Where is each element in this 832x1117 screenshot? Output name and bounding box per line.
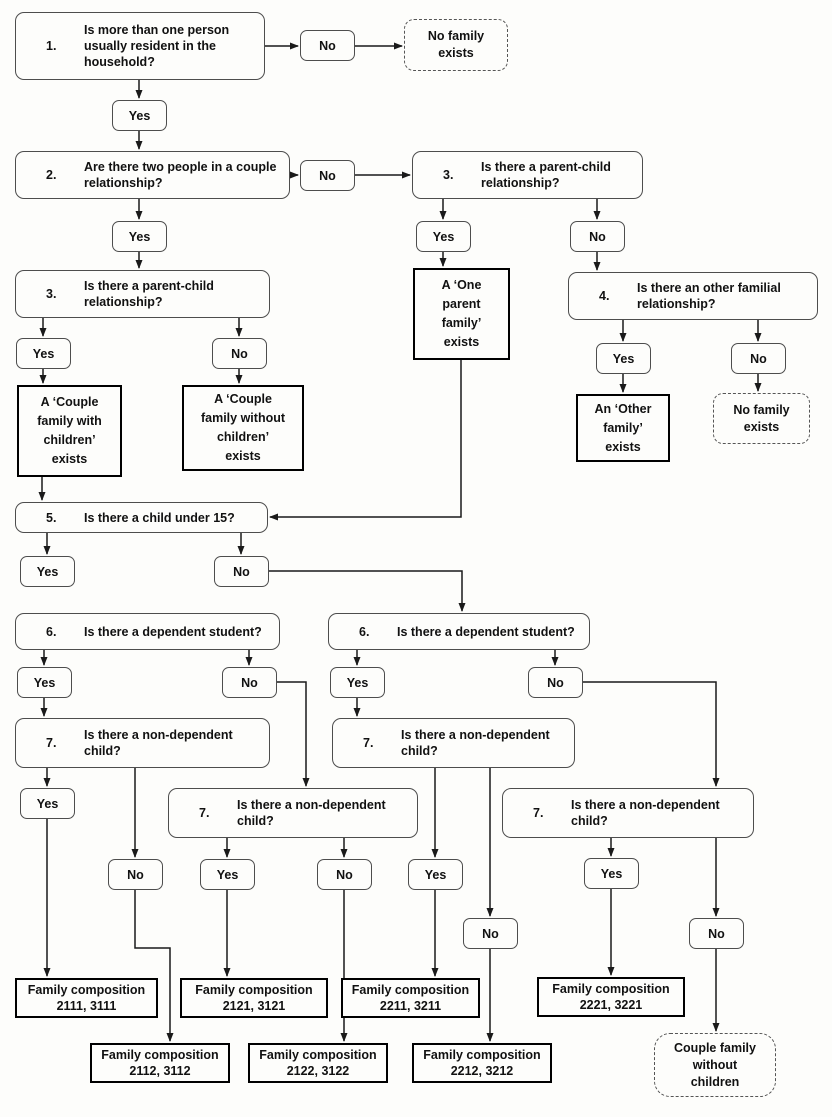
outcome-couple-family-without-children-terminal: Couple family without children	[654, 1033, 776, 1097]
question-number: 6.	[359, 624, 370, 639]
outcome-no-family-exists-top: No family exists	[404, 19, 508, 71]
family-composition-2221-3221: Family composition 2221, 3221	[537, 977, 685, 1017]
edge-no6left-q7c	[277, 681, 310, 787]
answer-yes-q5: Yes	[20, 556, 75, 587]
question-number: 7.	[46, 736, 57, 750]
outcome-no-family-exists-mid: No family exists	[713, 393, 810, 444]
question-6-right-box: 6. Is there a dependent student?	[328, 613, 590, 650]
question-7-box-d: 7. Is there a non-dependent child?	[502, 788, 754, 838]
question-text: Is there a non-dependent child?	[237, 798, 386, 828]
question-number: 7.	[199, 806, 210, 820]
question-3-left-box: 3. Is there a parent-child relationship?	[15, 270, 270, 318]
question-7-box-a: 7. Is there a non-dependent child?	[15, 718, 270, 768]
question-text: Is there a dependent student?	[397, 624, 575, 639]
answer-no-q7b: No	[463, 918, 518, 949]
question-7-box-c: 7. Is there a non-dependent child?	[168, 788, 418, 838]
answer-no-q6-left: No	[222, 667, 277, 698]
answer-yes-q3-right: Yes	[416, 221, 471, 252]
question-4-box: 4. Is there an other familial relationsh…	[568, 272, 818, 320]
answer-no-q7c: No	[317, 859, 372, 890]
question-3-right-box: 3. Is there a parent-child relationship?	[412, 151, 643, 199]
answer-yes-q7d: Yes	[584, 858, 639, 889]
question-1-box: 1. Is more than one person usually resid…	[15, 12, 265, 80]
answer-yes-q6-left: Yes	[17, 667, 72, 698]
question-number: 7.	[533, 806, 544, 820]
edge-oneparent-q5	[269, 360, 462, 521]
question-text: Is there a parent-child relationship?	[84, 279, 214, 309]
edge-no5-q6right	[269, 570, 466, 612]
answer-no-q5: No	[214, 556, 269, 587]
question-number: 2.	[46, 168, 57, 182]
family-composition-2121-3121: Family composition 2121, 3121	[180, 978, 328, 1018]
family-composition-2122-3122: Family composition 2122, 3122	[248, 1043, 388, 1083]
question-number: 7.	[363, 736, 374, 750]
question-number: 3.	[46, 287, 57, 301]
answer-yes-q3-left: Yes	[16, 338, 71, 369]
outcome-couple-family-with-children: A ‘Couple family with children’ exists	[17, 385, 122, 477]
outcome-one-parent-family: A ‘One parent family’ exists	[413, 268, 510, 360]
answer-yes-q1: Yes	[112, 100, 167, 131]
family-composition-2112-3112: Family composition 2112, 3112	[90, 1043, 230, 1083]
question-number: 5.	[46, 510, 57, 525]
outcome-couple-family-without-children: A ‘Couple family without children’ exist…	[182, 385, 304, 471]
question-text: Are there two people in a couple relatio…	[84, 160, 277, 190]
answer-no-q1: No	[300, 30, 355, 61]
answer-no-q2: No	[300, 160, 355, 191]
answer-yes-q7b: Yes	[408, 859, 463, 890]
answer-yes-q7c: Yes	[200, 859, 255, 890]
answer-yes-q4: Yes	[596, 343, 651, 374]
answer-no-q3-right: No	[570, 221, 625, 252]
answer-no-q6-right: No	[528, 667, 583, 698]
edge-no7a-fc2112	[134, 890, 174, 1042]
answer-no-q3-left: No	[212, 338, 267, 369]
family-composition-2212-3212: Family composition 2212, 3212	[412, 1043, 552, 1083]
question-text: Is there a child under 15?	[84, 510, 235, 525]
question-6-left-box: 6. Is there a dependent student?	[15, 613, 280, 650]
question-number: 6.	[46, 624, 57, 639]
question-text: Is there a non-dependent child?	[401, 728, 550, 758]
answer-no-q4: No	[731, 343, 786, 374]
question-text: Is there a parent-child relationship?	[481, 160, 611, 190]
question-number: 4.	[599, 289, 610, 303]
question-2-box: 2. Are there two people in a couple rela…	[15, 151, 290, 199]
question-number: 3.	[443, 168, 454, 182]
question-5-box: 5. Is there a child under 15?	[15, 502, 268, 533]
family-composition-2211-3211: Family composition 2211, 3211	[341, 978, 480, 1018]
edge-no6right-q7d	[583, 681, 720, 787]
question-number: 1.	[46, 39, 57, 53]
question-text: Is more than one person usually resident…	[84, 23, 230, 69]
answer-yes-q6-right: Yes	[330, 667, 385, 698]
answer-no-q7d: No	[689, 918, 744, 949]
family-composition-2111-3111: Family composition 2111, 3111	[15, 978, 158, 1018]
question-text: Is there a non-dependent child?	[84, 728, 233, 758]
question-text: Is there a non-dependent child?	[571, 798, 720, 828]
outcome-other-family: An ‘Other family’ exists	[576, 394, 670, 462]
question-text: Is there a dependent student?	[84, 624, 262, 639]
answer-yes-q7a: Yes	[20, 788, 75, 819]
answer-yes-q2: Yes	[112, 221, 167, 252]
answer-no-q7a: No	[108, 859, 163, 890]
question-text: Is there an other familial relationship?	[637, 281, 781, 311]
question-7-box-b: 7. Is there a non-dependent child?	[332, 718, 575, 768]
